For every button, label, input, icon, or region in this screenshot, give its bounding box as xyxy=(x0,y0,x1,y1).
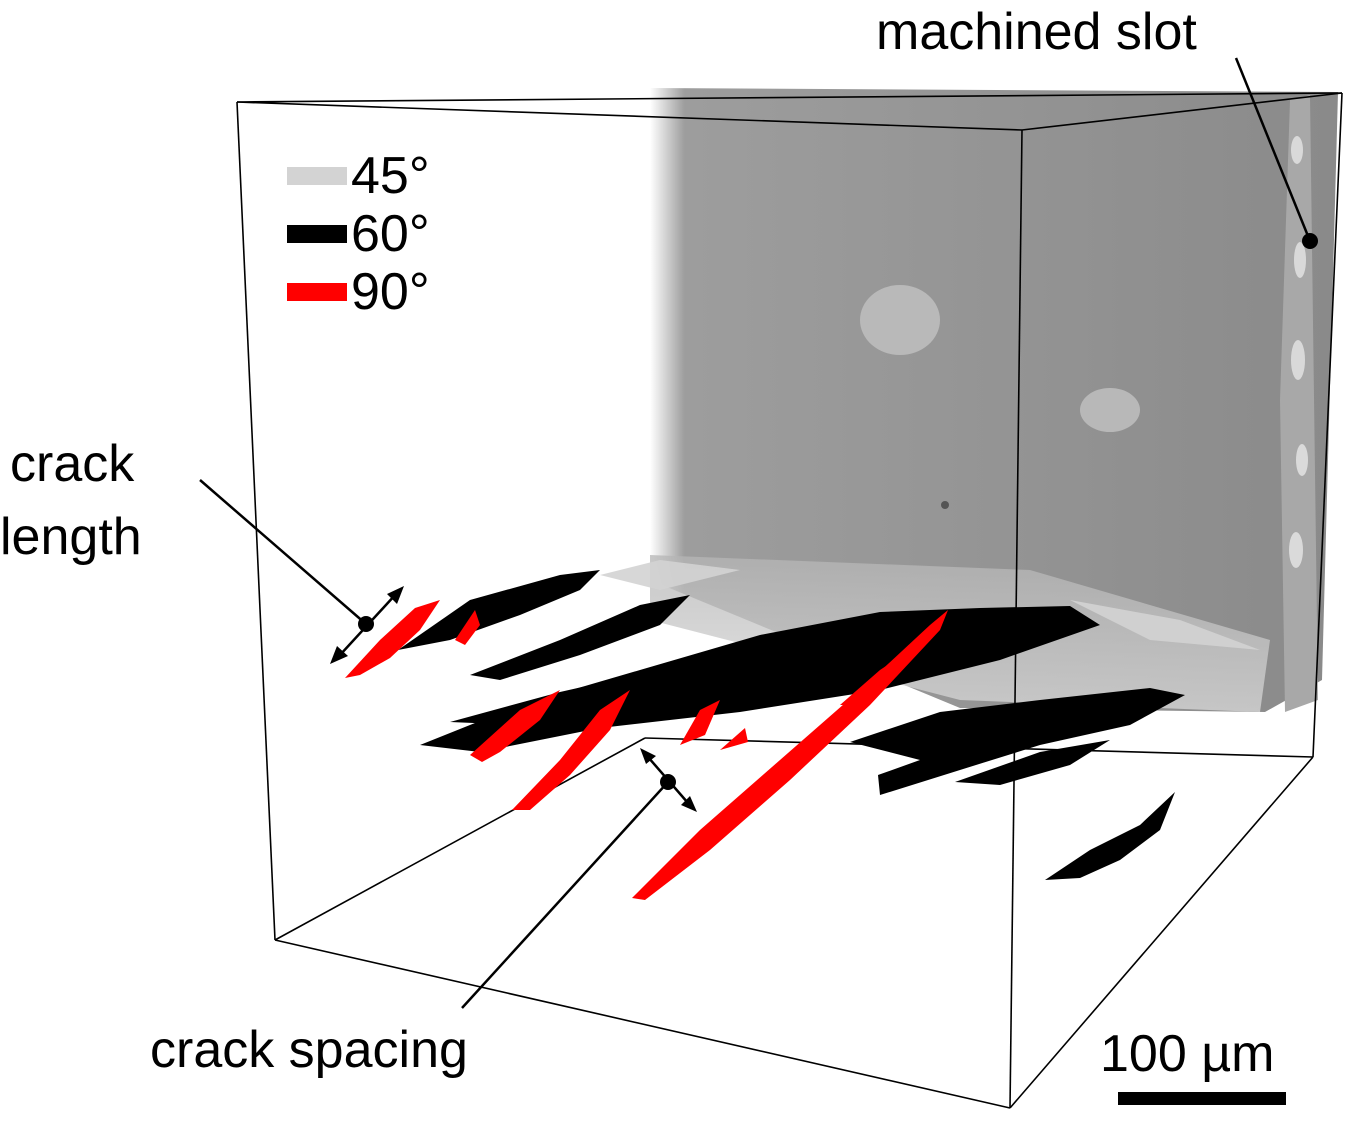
crack-length-label-line1: crack xyxy=(10,435,135,493)
legend-label-90: 90° xyxy=(351,263,430,321)
machined-slot-region xyxy=(650,88,1338,712)
legend-swatch-45 xyxy=(287,167,347,185)
annotation-dots xyxy=(358,233,1318,790)
cracks-45-degree xyxy=(600,560,1260,650)
scale-bar-label: 100 µm xyxy=(1100,1025,1275,1083)
annotation-leaders xyxy=(199,57,1312,1009)
specimen-box-outline xyxy=(236,92,1343,1109)
crack-length-label-line2: length xyxy=(0,508,142,566)
cracks-60-degree xyxy=(398,570,1185,880)
legend-swatch-60 xyxy=(287,225,347,243)
crack-length-dot xyxy=(358,616,374,632)
legend-label-45: 45° xyxy=(351,147,430,205)
machined-slot-label: machined slot xyxy=(876,3,1197,61)
crack-spacing-arrow xyxy=(640,748,697,812)
crack-length-arrow xyxy=(330,586,404,664)
crack-spacing-label: crack spacing xyxy=(150,1021,468,1079)
scale-bar xyxy=(1118,1092,1286,1105)
machined-slot-dot xyxy=(1302,233,1318,249)
legend-swatch-90 xyxy=(287,283,347,301)
legend-label-60: 60° xyxy=(351,205,430,263)
cracks-90-degree xyxy=(345,600,948,900)
